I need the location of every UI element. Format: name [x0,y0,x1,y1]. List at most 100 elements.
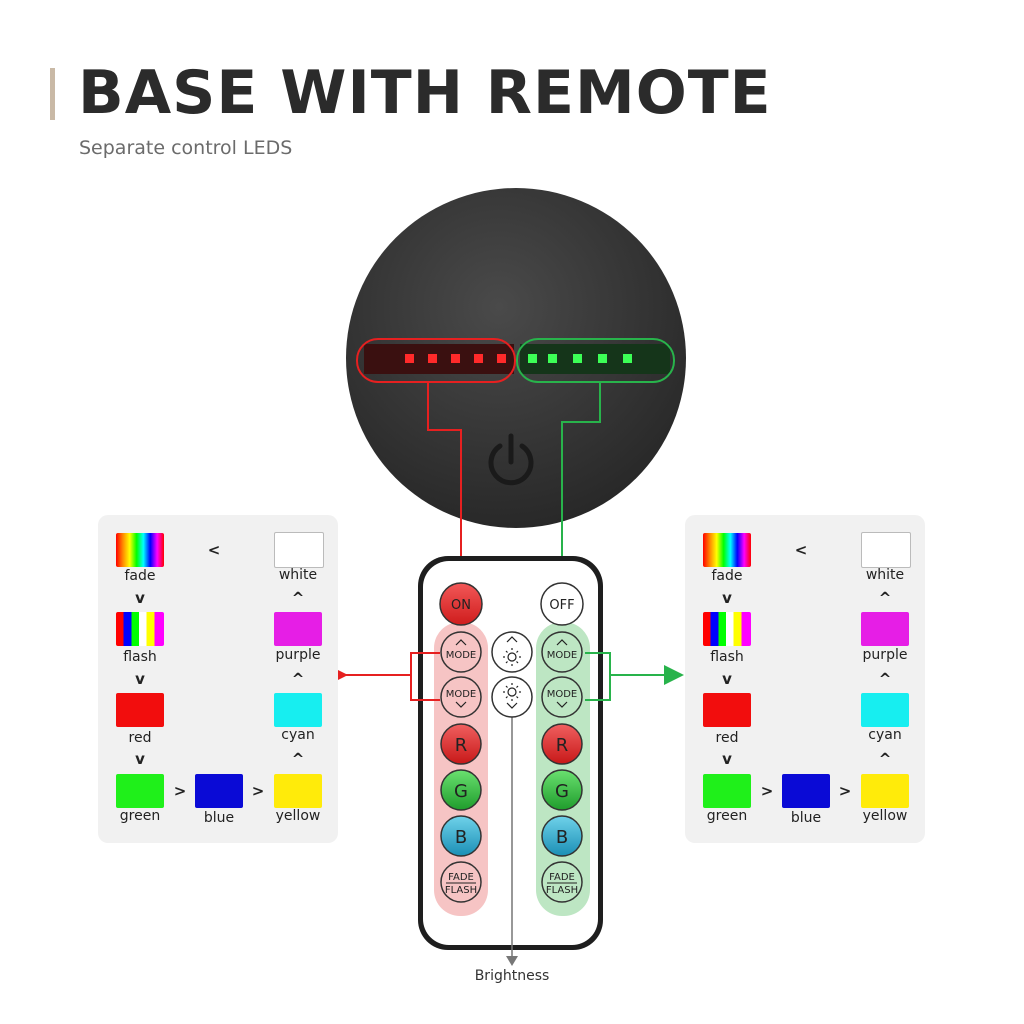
red-label: red [715,730,739,746]
blue-swatch [195,774,243,808]
mode-up-button-left[interactable]: MODE [440,631,482,673]
arrow-down-icon: v [722,670,732,688]
arrow-up-icon: ^ [878,750,892,768]
blue-button-right[interactable]: B [541,815,583,857]
arrow-down-icon: v [722,750,732,768]
arrow-right-icon: > [173,782,187,800]
svg-text:MODE: MODE [446,650,477,661]
svg-text:OFF: OFF [549,598,574,613]
arrow-right-icon: > [838,782,852,800]
brightness-down-icon [503,683,521,701]
blue-label: blue [203,810,235,826]
svg-text:G: G [555,781,569,802]
mode-down-button-left[interactable]: MODE [440,676,482,718]
flash-swatch [703,612,751,646]
purple-label: purple [275,647,321,663]
brightness-up-icon [503,648,521,666]
brightness-label: Brightness [474,968,550,984]
fade-label: fade [124,568,156,584]
arrow-down-icon: v [135,589,145,607]
arrow-down-icon: v [135,670,145,688]
yellow-swatch [861,774,909,808]
fade-swatch [116,533,164,567]
white-swatch [861,532,911,568]
arrow-down-icon: v [722,589,732,607]
flash-label: flash [710,649,744,665]
cyan-label: cyan [281,727,315,743]
red-led-strip [405,354,506,363]
arrow-down-icon: v [135,750,145,768]
arrow-left-icon: < [207,541,221,559]
svg-text:MODE: MODE [547,650,578,661]
red-swatch [703,693,751,727]
flash-swatch [116,612,164,646]
svg-text:G: G [454,781,468,802]
flash-label: flash [123,649,157,665]
cyan-swatch [861,693,909,727]
purple-label: purple [862,647,908,663]
white-swatch [274,532,324,568]
blue-label: blue [790,810,822,826]
purple-swatch [861,612,909,646]
on-button[interactable]: ON [439,582,483,626]
fade-flash-button-left[interactable]: FADE FLASH [440,861,482,903]
arrow-up-icon: ^ [291,589,305,607]
cyan-swatch [274,693,322,727]
arrow-right-icon: > [251,782,265,800]
svg-text:R: R [455,735,468,756]
green-led-strip [528,354,632,363]
title-accent-bar [50,68,55,120]
blue-button-left[interactable]: B [440,815,482,857]
off-button[interactable]: OFF [540,582,584,626]
mode-up-button-right[interactable]: MODE [541,631,583,673]
arrow-left-icon: < [794,541,808,559]
svg-text:B: B [556,827,568,848]
arrow-up-icon: ^ [878,589,892,607]
svg-text:MODE: MODE [547,689,578,700]
arrow-up-icon: ^ [291,670,305,688]
yellow-label: yellow [862,808,908,824]
arrow-up-icon: ^ [878,670,892,688]
fade-label: fade [711,568,743,584]
green-label: green [119,808,161,824]
arrow-down-icon [506,956,518,966]
fade-swatch [703,533,751,567]
led-base [346,188,686,528]
cyan-label: cyan [868,727,902,743]
svg-text:FLASH: FLASH [546,885,578,896]
svg-text:FADE: FADE [549,872,575,883]
white-label: white [278,567,318,583]
brightness-up-button[interactable] [491,631,533,673]
fade-flash-button-right[interactable]: FADE FLASH [541,861,583,903]
arrow-up-icon: ^ [291,750,305,768]
purple-swatch [274,612,322,646]
green-swatch [116,774,164,808]
yellow-swatch [274,774,322,808]
brightness-down-button[interactable] [491,676,533,718]
blue-swatch [782,774,830,808]
svg-text:ON: ON [451,598,471,613]
green-button-left[interactable]: G [440,769,482,811]
svg-text:FADE: FADE [448,872,474,883]
arrow-right-icon: > [760,782,774,800]
power-icon [488,433,534,486]
white-label: white [865,567,905,583]
green-label: green [706,808,748,824]
page-title: BASE WITH REMOTE [78,58,772,128]
svg-text:FLASH: FLASH [445,885,477,896]
red-button-left[interactable]: R [440,723,482,765]
page-subtitle: Separate control LEDS [79,137,293,159]
green-button-right[interactable]: G [541,769,583,811]
yellow-label: yellow [275,808,321,824]
color-cycle-panel-left: fade < white v ^ flash purple v ^ red cy… [98,515,338,843]
svg-text:MODE: MODE [446,689,477,700]
red-label: red [128,730,152,746]
red-swatch [116,693,164,727]
red-button-right[interactable]: R [541,723,583,765]
green-swatch [703,774,751,808]
mode-down-button-right[interactable]: MODE [541,676,583,718]
svg-text:B: B [455,827,467,848]
color-cycle-panel-right: fade < white v ^ flash purple v ^ red cy… [685,515,925,843]
svg-text:R: R [556,735,569,756]
